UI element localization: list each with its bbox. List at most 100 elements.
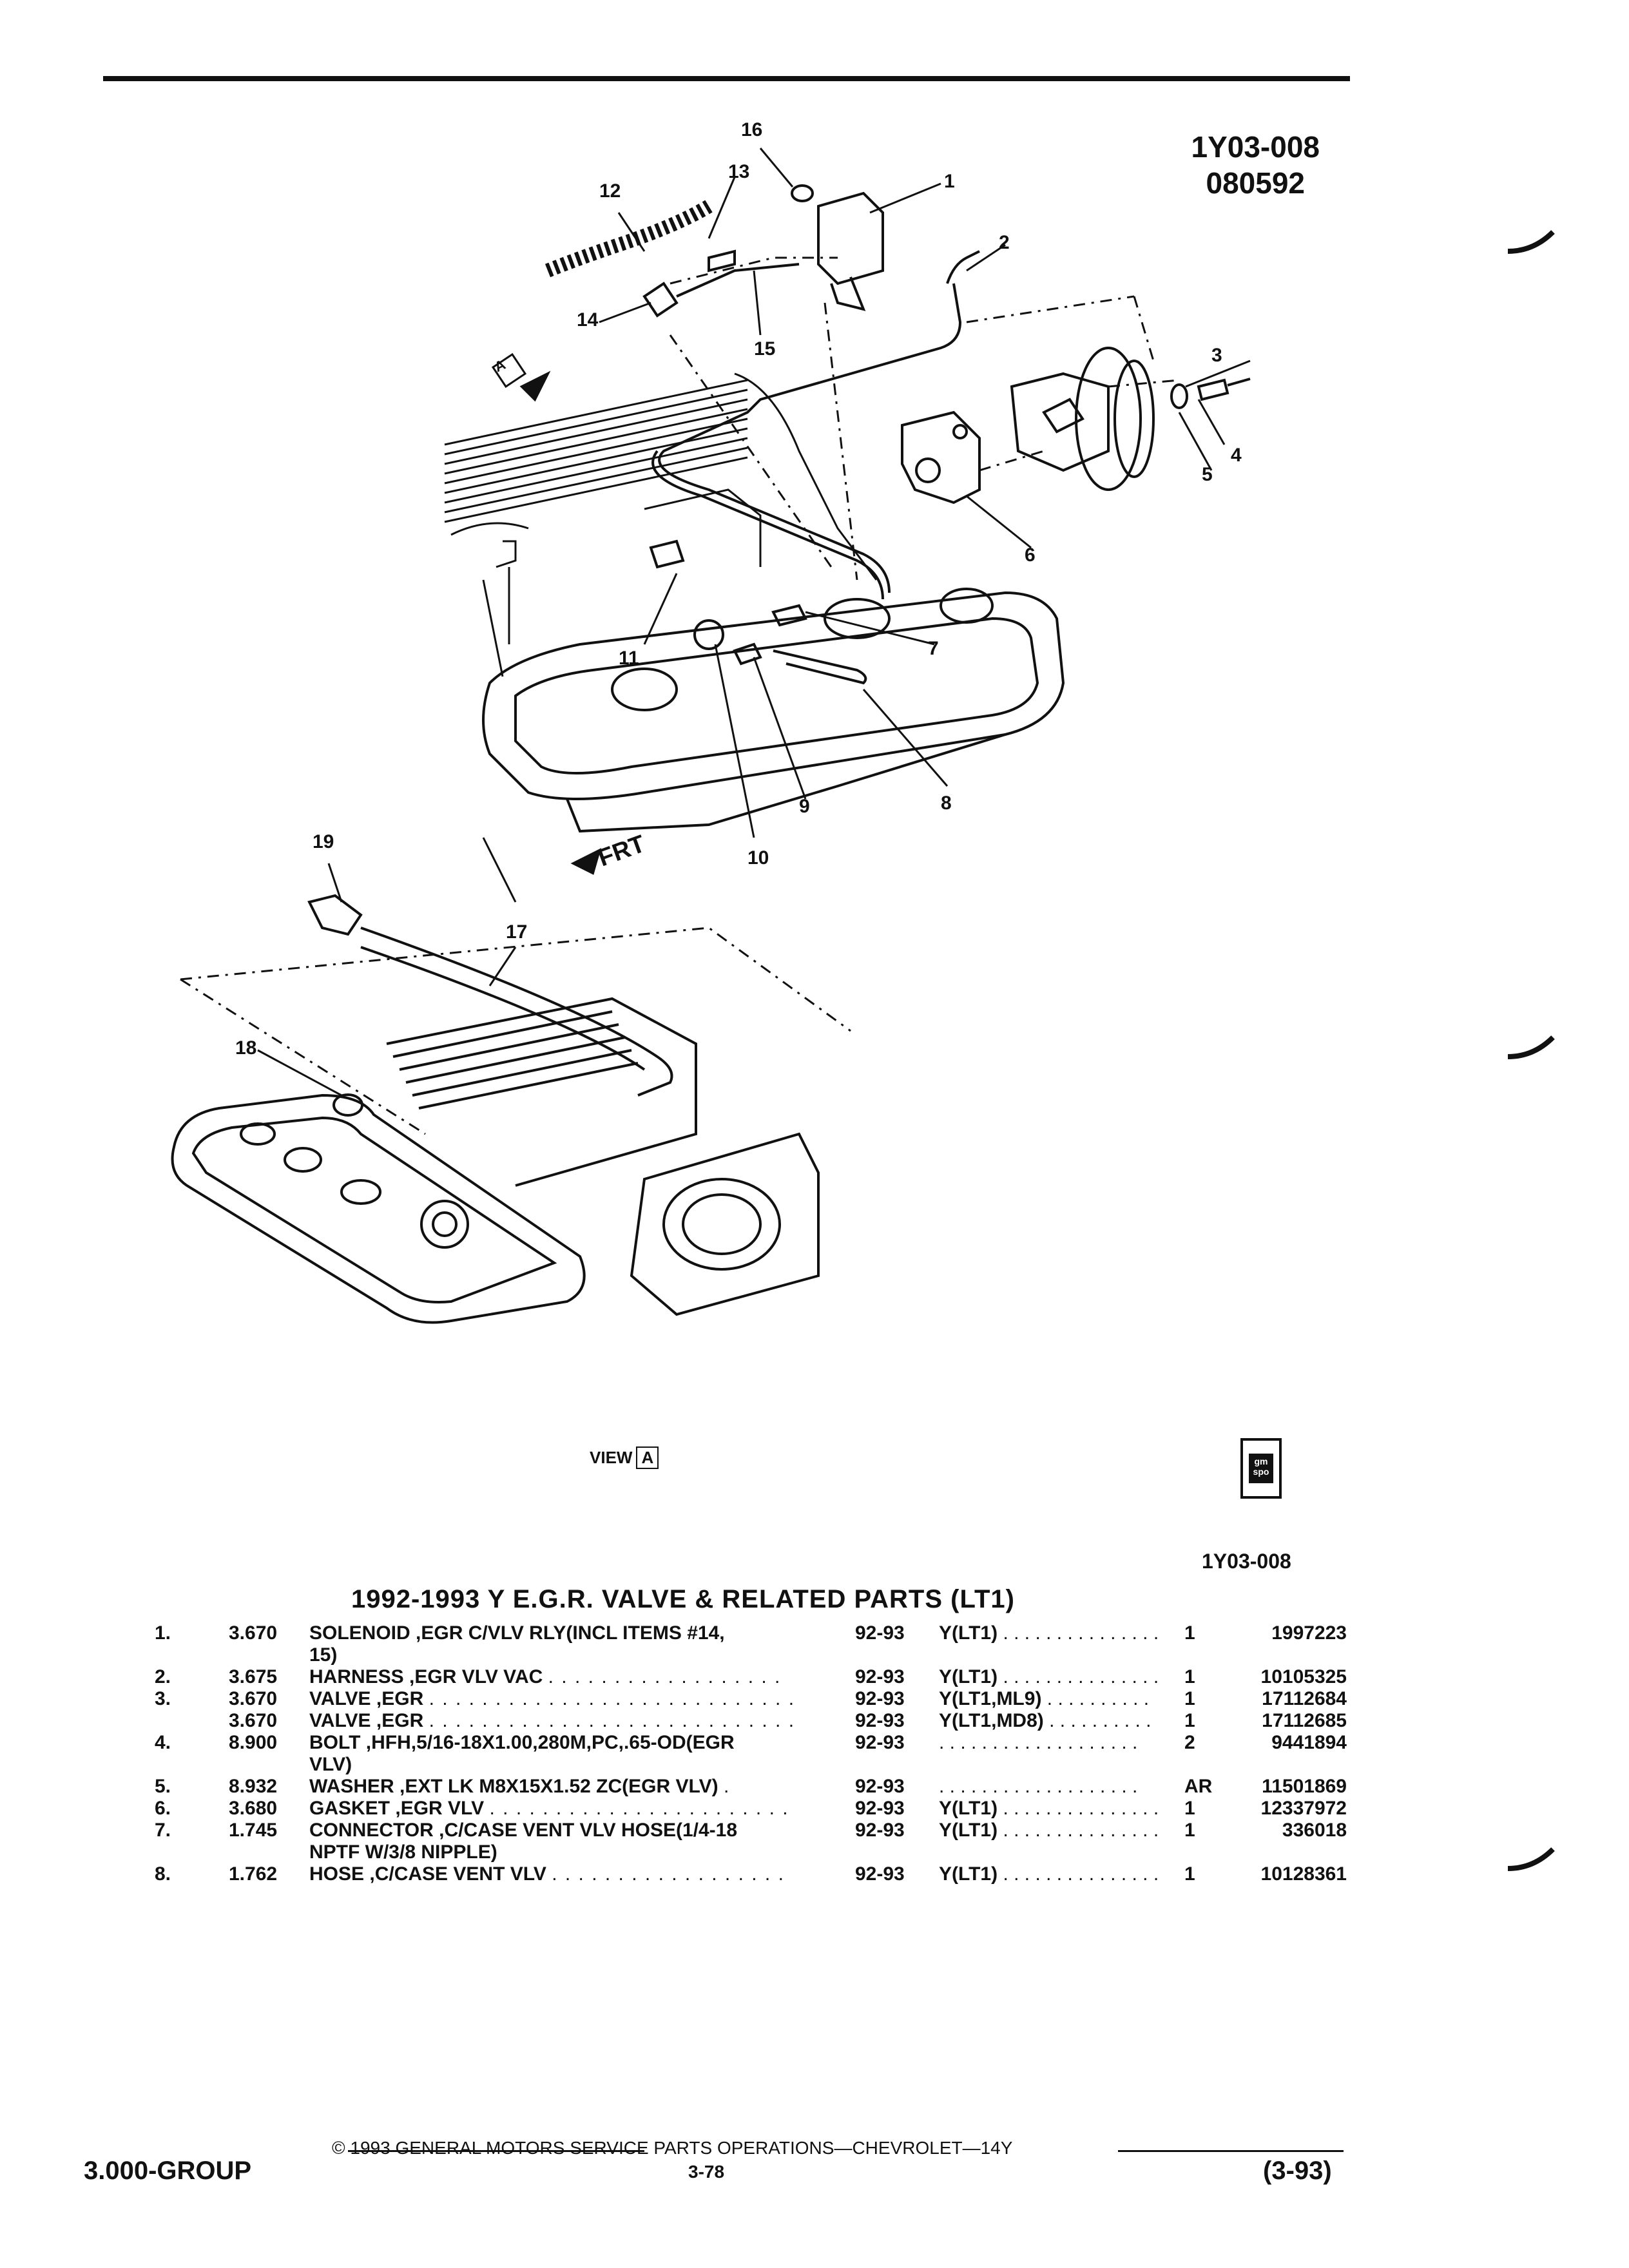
- part-name: GASKET: [309, 1798, 390, 1819]
- item-number: 6.: [155, 1798, 171, 1819]
- part-name: VALVE: [309, 1688, 371, 1709]
- upper-valve-cover-drawing: [482, 588, 1065, 833]
- footer-copyright: © 1993 GENERAL MOTORS SERVICE PARTS OPER…: [332, 2138, 1013, 2158]
- part-desc: ,HFH,5/16-18X1.00,280M,PC,.65-OD(EGR: [365, 1732, 735, 1753]
- part-description: VALVE ,EGR . . . . . . . . . . . . . . .…: [309, 1710, 796, 1731]
- part-desc: ,EGR C/VLV RLY(INCL ITEMS #14,: [416, 1622, 725, 1644]
- model-code: Y(LT1): [939, 1622, 998, 1644]
- part-name: VALVE: [309, 1710, 371, 1731]
- model-code: Y(LT1,ML9): [939, 1688, 1042, 1709]
- years: 92-93: [855, 1732, 905, 1753]
- callout-11: 11: [619, 648, 639, 669]
- part-description: GASKET ,EGR VLV . . . . . . . . . . . . …: [309, 1798, 789, 1819]
- quantity: 1: [1184, 1622, 1195, 1644]
- quantity: 2: [1184, 1732, 1195, 1753]
- model-code: Y(LT1): [939, 1798, 998, 1819]
- part-description: VALVE ,EGR . . . . . . . . . . . . . . .…: [309, 1688, 796, 1709]
- part-number: 17112685: [1262, 1710, 1347, 1731]
- ref-code: 3.675: [229, 1666, 278, 1687]
- model: . . . . . . . . . . . . . . . . . . .: [939, 1776, 1138, 1797]
- callout-12: 12: [599, 180, 621, 202]
- gm-spo-logo-mark: gm spo: [1249, 1454, 1273, 1483]
- ref-code: 3.680: [229, 1798, 278, 1819]
- years: 92-93: [855, 1776, 905, 1797]
- part-number: 9441894: [1271, 1732, 1347, 1753]
- years: 92-93: [855, 1666, 905, 1687]
- quantity: 1: [1184, 1863, 1195, 1885]
- logo-text-top: gm: [1254, 1456, 1268, 1466]
- part-name: SOLENOID: [309, 1622, 410, 1644]
- footer-page-number: 3-78: [688, 2162, 725, 2182]
- footer-date: (3-93): [1263, 2157, 1332, 2185]
- item-number: 3.: [155, 1688, 171, 1709]
- parts-row: 1. 3.670 SOLENOID ,EGR C/VLV RLY(INCL IT…: [148, 1622, 1347, 1666]
- part-description: HARNESS ,EGR VLV VAC . . . . . . . . . .…: [309, 1666, 782, 1687]
- model-code: Y(LT1): [939, 1666, 998, 1687]
- part-desc: ,EGR VLV: [395, 1798, 485, 1819]
- part-name: CONNECTOR: [309, 1820, 434, 1841]
- parts-row: 6. 3.680 GASKET ,EGR VLV . . . . . . . .…: [148, 1798, 1347, 1820]
- item-number: 4.: [155, 1732, 171, 1753]
- model-code: Y(LT1): [939, 1863, 998, 1885]
- part-desc-cont: NPTF W/3/8 NIPPLE): [309, 1841, 497, 1863]
- part-desc-cont: 15): [309, 1644, 338, 1666]
- part-desc: ,C/CASE VENT VLV: [369, 1863, 546, 1885]
- part-number: 1997223: [1271, 1622, 1347, 1644]
- section-id: 1Y03-008: [1202, 1550, 1291, 1573]
- view-caption-label: VIEW: [590, 1448, 633, 1467]
- callout-8: 8: [941, 793, 952, 814]
- parts-row: 3.670 VALVE ,EGR . . . . . . . . . . . .…: [148, 1710, 1347, 1732]
- ref-code: 1.762: [229, 1863, 278, 1885]
- quantity: 1: [1184, 1798, 1195, 1819]
- years: 92-93: [855, 1863, 905, 1885]
- parts-row: 4. 8.900 BOLT ,HFH,5/16-18X1.00,280M,PC,…: [148, 1732, 1347, 1776]
- ref-code: 8.932: [229, 1776, 278, 1797]
- callout-13: 13: [728, 161, 750, 182]
- part-name: BOLT: [309, 1732, 361, 1753]
- parts-row: 7. 1.745 CONNECTOR ,C/CASE VENT VLV HOSE…: [148, 1820, 1347, 1863]
- model: . . . . . . . . . . . . . . . . . . .: [939, 1732, 1138, 1753]
- callout-15: 15: [754, 338, 776, 360]
- callout-5: 5: [1202, 464, 1213, 485]
- part-desc: ,C/CASE VENT VLV HOSE(1/4-18: [439, 1820, 738, 1841]
- quantity: 1: [1184, 1820, 1195, 1841]
- egr-gasket-drawing: [901, 410, 981, 505]
- section-title: 1992-1993 Y E.G.R. VALVE & RELATED PARTS…: [351, 1585, 1015, 1613]
- item-number: 5.: [155, 1776, 171, 1797]
- callout-17: 17: [506, 921, 528, 943]
- part-number: 11501869: [1262, 1776, 1347, 1797]
- quantity: 1: [1184, 1666, 1195, 1687]
- ref-code: 3.670: [229, 1710, 278, 1731]
- parts-list: 1. 3.670 SOLENOID ,EGR C/VLV RLY(INCL IT…: [148, 1622, 1347, 1885]
- model-code: Y(LT1): [939, 1820, 998, 1841]
- parts-row: 8. 1.762 HOSE ,C/CASE VENT VLV . . . . .…: [148, 1863, 1347, 1885]
- gm-spo-logo: gm spo: [1240, 1438, 1282, 1499]
- model: Y(LT1,ML9) . . . . . . . . . .: [939, 1688, 1150, 1709]
- callout-10: 10: [747, 847, 769, 869]
- callout-9: 9: [799, 796, 810, 817]
- binder-mark-2: [1507, 1035, 1555, 1059]
- callout-7: 7: [928, 638, 939, 659]
- part-desc-cont: VLV): [309, 1754, 352, 1775]
- item-number: 7.: [155, 1820, 171, 1841]
- parts-row: 5. 8.932 WASHER ,EXT LK M8X15X1.52 ZC(EG…: [148, 1776, 1347, 1798]
- vacuum-harness-drawing: [545, 200, 800, 318]
- years: 92-93: [855, 1688, 905, 1709]
- model: Y(LT1,MD8) . . . . . . . . . .: [939, 1710, 1152, 1731]
- years: 92-93: [855, 1820, 905, 1841]
- model: Y(LT1) . . . . . . . . . . . . . . .: [939, 1863, 1159, 1885]
- ref-code: 3.670: [229, 1622, 278, 1644]
- illustration-id-date: 080592: [1206, 166, 1306, 200]
- crankcase-vent-drawing: [649, 539, 867, 685]
- solenoid-drawing: [791, 184, 884, 311]
- years: 92-93: [855, 1710, 905, 1731]
- part-description: BOLT ,HFH,5/16-18X1.00,280M,PC,.65-OD(EG…: [309, 1732, 1005, 1776]
- quantity: AR: [1184, 1776, 1213, 1797]
- parts-row: 3. 3.670 VALVE ,EGR . . . . . . . . . . …: [148, 1688, 1347, 1710]
- part-description: SOLENOID ,EGR C/VLV RLY(INCL ITEMS #14, 1…: [309, 1622, 1005, 1666]
- ref-code: 8.900: [229, 1732, 278, 1753]
- part-number: 10128361: [1260, 1863, 1347, 1885]
- ref-code: 3.670: [229, 1688, 278, 1709]
